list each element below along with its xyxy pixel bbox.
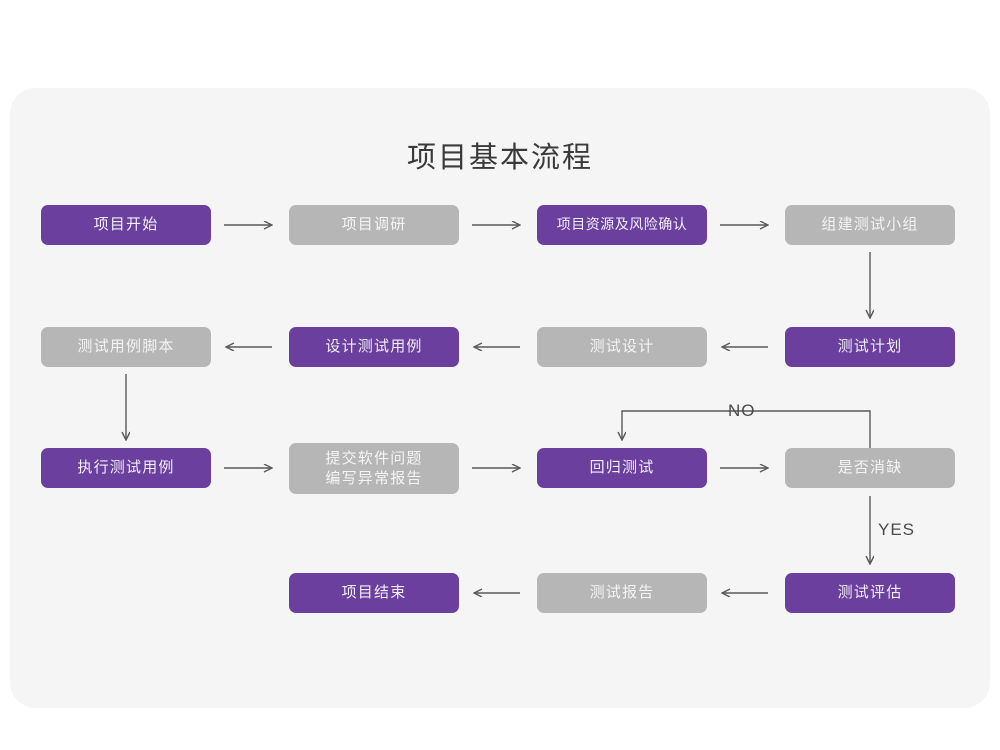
node-resource-risk-confirm[interactable]: 项目资源及风险确认 bbox=[537, 205, 707, 245]
node-label: 是否消缺 bbox=[837, 459, 903, 477]
node-label: 项目结束 bbox=[341, 584, 407, 602]
node-label: 测试报告 bbox=[589, 584, 655, 602]
node-project-start[interactable]: 项目开始 bbox=[41, 205, 211, 245]
node-test-case-script[interactable]: 测试用例脚本 bbox=[41, 327, 211, 367]
node-execute-test-case[interactable]: 执行测试用例 bbox=[41, 448, 211, 488]
node-project-end[interactable]: 项目结束 bbox=[289, 573, 459, 613]
node-label: 提交软件问题 编写异常报告 bbox=[325, 450, 423, 487]
edge-label-no: NO bbox=[728, 401, 756, 420]
node-regression-test[interactable]: 回归测试 bbox=[537, 448, 707, 488]
node-test-design[interactable]: 测试设计 bbox=[537, 327, 707, 367]
node-label: 测试设计 bbox=[589, 338, 655, 356]
page-title: 项目基本流程 bbox=[406, 142, 593, 174]
edge-label-yes: YES bbox=[878, 520, 916, 539]
node-label: 组建测试小组 bbox=[821, 216, 919, 234]
node-label: 项目开始 bbox=[93, 216, 159, 234]
node-label: 测试评估 bbox=[837, 584, 903, 602]
node-label: 回归测试 bbox=[589, 459, 655, 477]
node-form-test-team[interactable]: 组建测试小组 bbox=[785, 205, 955, 245]
node-design-test-case[interactable]: 设计测试用例 bbox=[289, 327, 459, 367]
node-label: 执行测试用例 bbox=[77, 459, 175, 477]
node-test-report[interactable]: 测试报告 bbox=[537, 573, 707, 613]
node-project-research[interactable]: 项目调研 bbox=[289, 205, 459, 245]
node-label: 项目调研 bbox=[341, 216, 407, 234]
node-test-evaluation[interactable]: 测试评估 bbox=[785, 573, 955, 613]
node-label: 测试用例脚本 bbox=[77, 338, 175, 356]
edge-no-loop bbox=[622, 410, 871, 448]
node-defect-resolved-decision[interactable]: 是否消缺 bbox=[785, 448, 955, 488]
node-test-plan[interactable]: 测试计划 bbox=[785, 327, 955, 367]
node-submit-issue-report[interactable]: 提交软件问题 编写异常报告 bbox=[289, 443, 459, 494]
node-label: 测试计划 bbox=[837, 338, 903, 356]
node-label: 设计测试用例 bbox=[325, 338, 423, 356]
node-label: 项目资源及风险确认 bbox=[556, 216, 688, 233]
